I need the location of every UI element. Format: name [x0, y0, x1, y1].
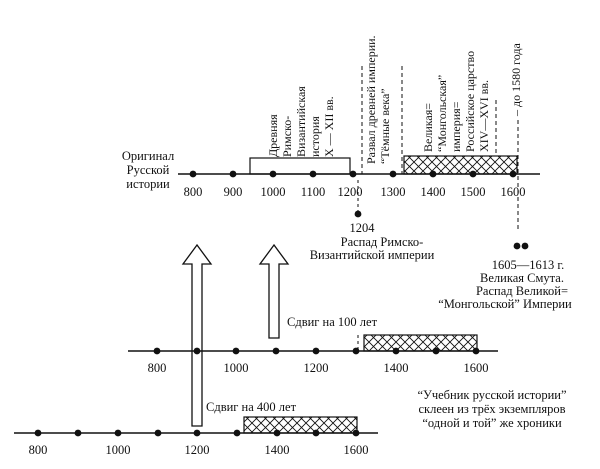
great-caption-line-4: Российское царство	[463, 51, 477, 152]
middle-dot-2	[193, 347, 201, 355]
roman-byzantine-period-box	[249, 157, 351, 175]
bottom-tick-1200: 1200	[185, 443, 210, 457]
middle-tick-1200: 1200	[304, 361, 329, 375]
original-tick-1500: 1500	[461, 185, 486, 199]
great-empire-caption: Великая= “Монгольская” империя= Российск…	[421, 51, 491, 152]
great-caption-line-2: “Монгольская”	[435, 75, 449, 152]
middle-tick-1600: 1600	[464, 361, 489, 375]
bottom-dot-5	[193, 429, 201, 437]
bottom-dot-8	[312, 429, 320, 437]
middle-dot-9	[472, 347, 480, 355]
middle-tick-800: 800	[148, 361, 167, 375]
original-tick-1100: 1100	[301, 185, 326, 199]
bottom-dot-3	[114, 429, 122, 437]
roman-caption-line-4: история	[308, 116, 322, 157]
event-1204-line-2: Распад Римско-	[341, 235, 424, 249]
original-dot-1600	[509, 170, 517, 178]
middle-dot-4	[272, 347, 280, 355]
bottom-dot-9	[352, 429, 360, 437]
bottom-tick-1400: 1400	[265, 443, 290, 457]
textbook-note-line-3: “одной и той” же хроники	[422, 416, 562, 430]
shift-400-label: Сдвиг на 400 лет	[206, 400, 297, 414]
event-1605-line-4: “Монгольской” Империи	[438, 297, 572, 311]
middle-dot-5	[312, 347, 320, 355]
roman-caption-line-2: Римско-	[280, 116, 294, 157]
bottom-tick-1000: 1000	[106, 443, 131, 457]
original-tick-1000: 1000	[261, 185, 286, 199]
original-label-line-1: Оригинал	[122, 149, 174, 163]
original-dot-900	[229, 170, 237, 178]
event-1204-line-3: Византийской империи	[310, 248, 435, 262]
middle-tick-1000: 1000	[224, 361, 249, 375]
original-dot-1300	[389, 170, 397, 178]
great-empire-period-box	[403, 155, 518, 175]
middle-dot-3	[232, 347, 240, 355]
original-timeline: Оригинал Русской истории 800 900 1000 11…	[122, 66, 540, 230]
original-dot-1000	[269, 170, 277, 178]
great-caption-line-1: Великая=	[421, 103, 435, 152]
event-1605-line-2: Великая Смута.	[480, 271, 564, 285]
middle-tick-1400: 1400	[384, 361, 409, 375]
roman-caption-line-5: X — XII вв.	[322, 96, 336, 157]
event-1605-line-3: Распад Великой=	[476, 284, 568, 298]
collapse-caption-line-1: Развал древней империи.	[364, 35, 378, 164]
middle-great-empire-box	[363, 334, 478, 352]
middle-dot-8	[432, 347, 440, 355]
original-label-line-3: истории	[126, 177, 170, 191]
shift-100-label: Сдвиг на 100 лет	[287, 315, 378, 329]
until-1580-caption: – до 1580 года	[509, 43, 523, 117]
original-dot-1400	[429, 170, 437, 178]
great-caption-line-5: XIV—XVI вв.	[477, 80, 491, 152]
event-1613-dot	[521, 242, 529, 250]
original-tick-1600: 1600	[501, 185, 526, 199]
roman-byzantine-caption: Древняя Римско- Византийская история X —…	[266, 86, 336, 157]
middle-timeline: 800 1000 1200 1400 1600	[128, 334, 498, 375]
textbook-note: “Учебник русской истории” склеен из трёх…	[417, 388, 566, 430]
shift-100-arrow-icon	[258, 243, 290, 339]
original-tick-800: 800	[184, 185, 203, 199]
textbook-note-line-2: склеен из трёх экземпляров	[418, 402, 565, 416]
collapse-caption-line-2: “Тёмные века”	[378, 88, 392, 164]
event-1605-dot	[513, 242, 521, 250]
bottom-tick-1600: 1600	[344, 443, 369, 457]
bottom-tick-800: 800	[29, 443, 48, 457]
original-label-line-2: Русской	[127, 163, 170, 177]
bottom-dot-6	[233, 429, 241, 437]
great-caption-line-3: империя=	[449, 101, 463, 152]
middle-dot-6	[352, 347, 360, 355]
event-1204-dot	[354, 210, 362, 218]
original-dot-1500	[469, 170, 477, 178]
bottom-timeline: 800 1000 1200 1400 1600	[14, 416, 378, 457]
shift-400-arrow-icon	[181, 243, 213, 427]
original-dot-1200	[349, 170, 357, 178]
middle-dot-7	[392, 347, 400, 355]
roman-caption-line-1: Древняя	[266, 114, 280, 157]
original-tick-1200: 1200	[338, 185, 363, 199]
original-tick-1300: 1300	[381, 185, 406, 199]
middle-dot-1	[153, 347, 161, 355]
textbook-note-line-1: “Учебник русской истории”	[417, 388, 566, 402]
original-tick-900: 900	[224, 185, 243, 199]
event-1605-line-1: 1605—1613 г.	[492, 258, 564, 272]
event-1204-annotation: 1204 Распад Римско- Византийской империи	[310, 210, 435, 262]
bottom-dot-1	[34, 429, 42, 437]
event-1605-annotation: 1605—1613 г. Великая Смута. Распад Велик…	[438, 242, 572, 311]
original-tick-1400: 1400	[421, 185, 446, 199]
event-1204-year: 1204	[350, 221, 376, 235]
original-dot-1100	[309, 170, 317, 178]
bottom-dot-2	[74, 429, 82, 437]
original-dot-800	[189, 170, 197, 178]
bottom-dot-7	[273, 429, 281, 437]
bottom-great-empire-box	[243, 416, 358, 434]
collapse-caption: Развал древней империи. “Тёмные века”	[364, 35, 392, 164]
roman-caption-line-3: Византийская	[294, 86, 308, 157]
bottom-dot-4	[154, 429, 162, 437]
